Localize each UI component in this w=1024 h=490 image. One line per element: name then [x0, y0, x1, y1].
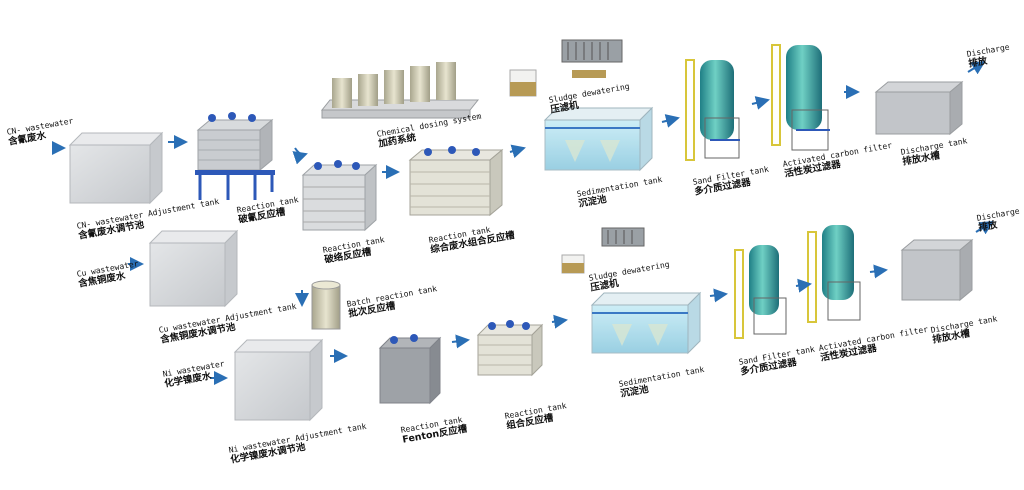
flow-arrows	[52, 60, 994, 385]
sludge-dewatering-bottom	[561, 227, 645, 274]
sludge-dewatering-top	[509, 39, 623, 97]
sand-filter-top	[685, 59, 740, 161]
cn-adjustment-tank	[68, 131, 164, 205]
sand-filter-bottom	[734, 245, 787, 339]
sedimentation-tank-top	[543, 106, 654, 172]
combo-reaction-tank-bottom	[476, 320, 544, 377]
batch-reaction-tank	[311, 280, 341, 330]
combined-reaction-tank	[408, 146, 504, 217]
chemical-dosing-system	[320, 62, 480, 119]
carbon-filter-top	[771, 44, 830, 151]
cu-adjustment-tank	[148, 229, 239, 308]
cn-reaction-tank-on-stand	[195, 112, 275, 200]
carbon-filter-bottom	[807, 225, 861, 323]
discharge-tank-bottom	[900, 238, 974, 302]
sedimentation-tank-bottom	[590, 291, 702, 355]
ni-adjustment-tank	[233, 338, 324, 422]
fenton-reaction-tank	[378, 334, 442, 405]
discharge-tank-top	[874, 80, 964, 136]
cn-second-reaction-tank	[301, 160, 378, 232]
